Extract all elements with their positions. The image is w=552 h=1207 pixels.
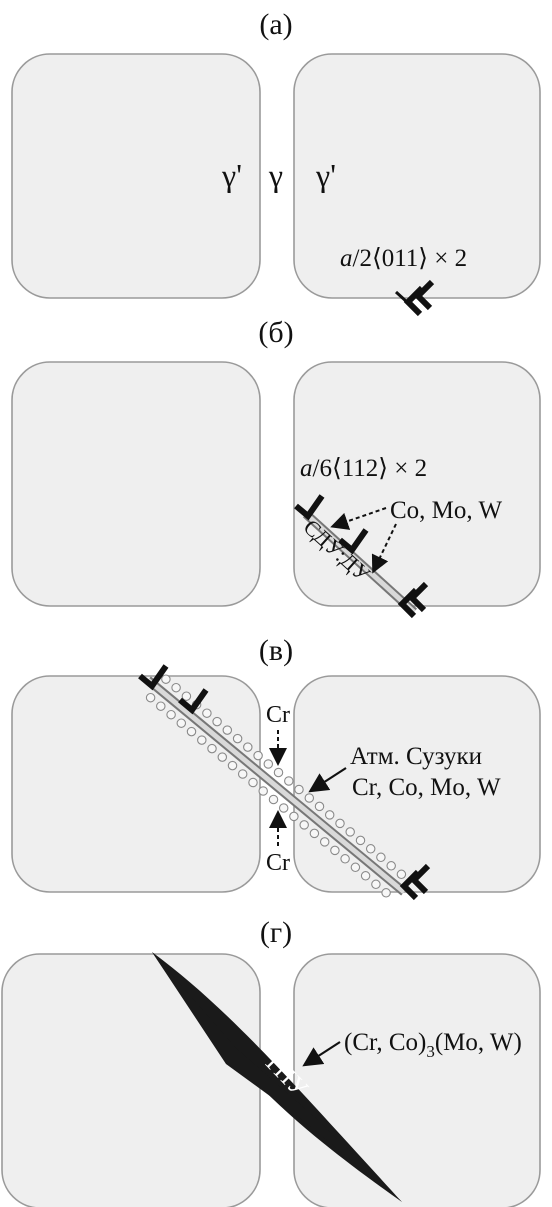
- solute-atom-icon: [278, 803, 289, 813]
- solute-atom-icon: [350, 862, 361, 873]
- solute-atom-icon: [340, 854, 350, 864]
- solute-atom-icon: [156, 701, 166, 711]
- solute-atom-icon: [217, 752, 228, 762]
- panel-label-d: (г): [260, 916, 292, 949]
- cr-label-top: Cr: [266, 702, 290, 728]
- solute-atom-icon: [176, 718, 187, 728]
- solute-atom-icon: [284, 776, 294, 786]
- solute-atom-icon: [181, 691, 192, 701]
- solute-atom-icon: [319, 837, 330, 847]
- solute-atom-icon: [166, 709, 176, 720]
- solute-atom-icon: [212, 716, 222, 727]
- gamma-prime-precipitate-left: [11, 53, 261, 299]
- solute-atom-icon: [171, 682, 181, 693]
- solute-atom-icon: [253, 750, 263, 761]
- solute-atom-icon: [376, 852, 386, 863]
- solute-atom-icon: [273, 767, 284, 778]
- solute-atom-icon: [294, 784, 304, 795]
- partial-dislocation-icon: [338, 528, 369, 555]
- solute-atom-icon: [309, 828, 320, 839]
- panel-label-b: (б): [258, 316, 293, 349]
- dislocation-label-b: a/6⟨112⟩ × 2: [300, 455, 427, 482]
- solute-atom-icon: [232, 733, 243, 744]
- solute-atom-icon: [222, 725, 233, 735]
- solute-atom-icon: [197, 735, 207, 745]
- solute-atom-icon: [345, 827, 355, 837]
- cr-label-bottom: Cr: [266, 850, 290, 876]
- atmosphere-elements: Cr, Co, Mo, W: [352, 774, 501, 801]
- solute-atom-icon: [360, 871, 371, 881]
- solute-atom-icon: [289, 811, 299, 822]
- solute-atom-icon: [365, 844, 376, 854]
- gamma-prime-precipitate-left: [11, 675, 261, 893]
- solute-atom-icon: [299, 820, 309, 830]
- double-dislocation-icon: [394, 279, 435, 317]
- solute-atom-icon: [324, 810, 335, 820]
- partial-dislocation-icon: [178, 688, 209, 715]
- solute-atom-icon: [386, 861, 396, 871]
- solute-atom-icon: [258, 786, 268, 796]
- arrow-icon: [308, 767, 347, 793]
- dashed-arrow-icon: [330, 507, 397, 574]
- suzuki-atmosphere: [145, 674, 407, 898]
- panel-b: (б) a/6⟨112⟩ × 2 СДУ:ДУ Co, Mo, W: [11, 316, 541, 619]
- solute-atom-icon: [202, 708, 212, 718]
- solute-atom-icon: [186, 726, 197, 737]
- gamma-prime-precipitate-left: [11, 361, 261, 607]
- solute-atom-icon: [371, 879, 381, 890]
- tcp-phase-plate-icon: [152, 952, 402, 1202]
- solute-atom-icon: [381, 888, 391, 898]
- solute-atom-icon: [330, 845, 340, 856]
- solute-atom-icon: [243, 742, 253, 752]
- phase-label-gamma-prime-right: γ': [315, 157, 336, 193]
- solute-atom-icon: [248, 777, 258, 788]
- segregation-label-b: Co, Mo, W: [390, 497, 502, 524]
- panel-c: (в) Cr Cr Атм. Сузуки Cr, Co, Mo, W: [11, 634, 541, 901]
- partial-dislocation-icon: [294, 494, 325, 521]
- dislocation-line: [145, 676, 407, 896]
- gamma-prime-precipitate-left: [1, 953, 261, 1207]
- solute-atom-icon: [161, 674, 171, 684]
- partial-dislocation-icon: [138, 664, 169, 691]
- arrow-icon: [302, 1041, 341, 1067]
- solute-atom-icon: [396, 869, 407, 880]
- solute-atom-icon: [227, 760, 238, 771]
- panel-label-c: (в): [259, 634, 293, 667]
- tcp-formula: (Cr, Co)3(Mo, W): [344, 1029, 522, 1061]
- double-dislocation-icon: [399, 863, 431, 901]
- gamma-prime-precipitate-right: [293, 953, 541, 1207]
- solute-atom-icon: [207, 743, 217, 754]
- solute-atom-icon: [145, 692, 156, 703]
- solute-atom-icon: [355, 835, 366, 846]
- gamma-prime-precipitate-right: [293, 361, 541, 607]
- double-dislocation-icon: [397, 581, 429, 619]
- solute-atom-icon: [268, 794, 279, 805]
- phase-label-gamma: γ: [268, 157, 283, 193]
- solute-atom-icon: [335, 818, 345, 829]
- stacking-fault-band: [302, 510, 418, 616]
- gamma-prime-precipitate-right: [293, 675, 541, 893]
- solute-atom-icon: [263, 759, 274, 769]
- dislocation-label-a: a/2⟨011⟩ × 2: [340, 245, 467, 272]
- panel-d: (г) ТПУ (Cr, Co)3(Mo, W): [1, 916, 541, 1207]
- phase-label-gamma-prime-left: γ': [221, 157, 242, 193]
- solute-atom-icon: [237, 769, 248, 779]
- solute-atom-icon: [304, 793, 315, 803]
- solute-atom-icon: [314, 801, 325, 812]
- panel-label-a: (а): [259, 8, 292, 41]
- panel-a: (а) γ' γ γ' a/2⟨011⟩ × 2: [11, 8, 541, 317]
- atmosphere-title: Атм. Сузуки: [350, 743, 482, 770]
